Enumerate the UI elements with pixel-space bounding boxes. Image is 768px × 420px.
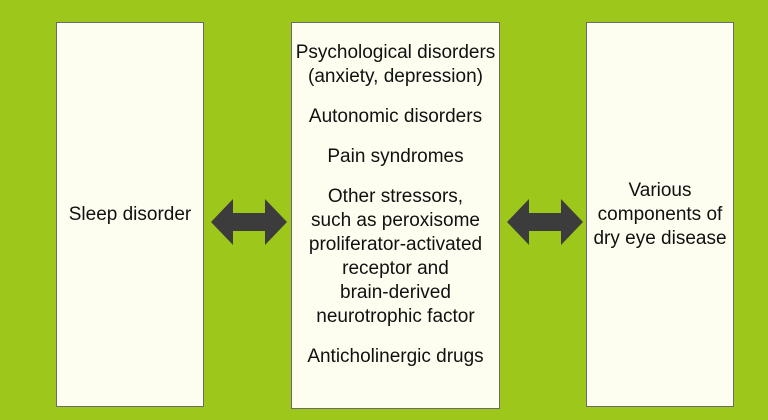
mediating-factors-box: Psychological disorders (anxiety, depres… bbox=[291, 22, 500, 409]
factor-item: Psychological disorders (anxiety, depres… bbox=[295, 42, 496, 87]
sleep-disorder-box: Sleep disorder bbox=[56, 22, 204, 407]
sleep-disorder-label: Sleep disorder bbox=[68, 203, 192, 225]
factor-item: Pain syndromes bbox=[327, 146, 464, 167]
arrow-shape bbox=[507, 199, 583, 245]
factor-item: Anticholinergic drugs bbox=[307, 346, 484, 367]
arrow-shape bbox=[211, 199, 287, 245]
factor-item: Other stressors, such as peroxisome prol… bbox=[308, 186, 483, 327]
dry-eye-disease-label: Various components of dry eye disease bbox=[593, 179, 727, 249]
double-arrow-icon bbox=[507, 199, 583, 245]
double-arrow-icon bbox=[211, 199, 287, 245]
factor-item: Autonomic disorders bbox=[308, 106, 483, 127]
dry-eye-disease-box: Various components of dry eye disease bbox=[586, 22, 734, 407]
